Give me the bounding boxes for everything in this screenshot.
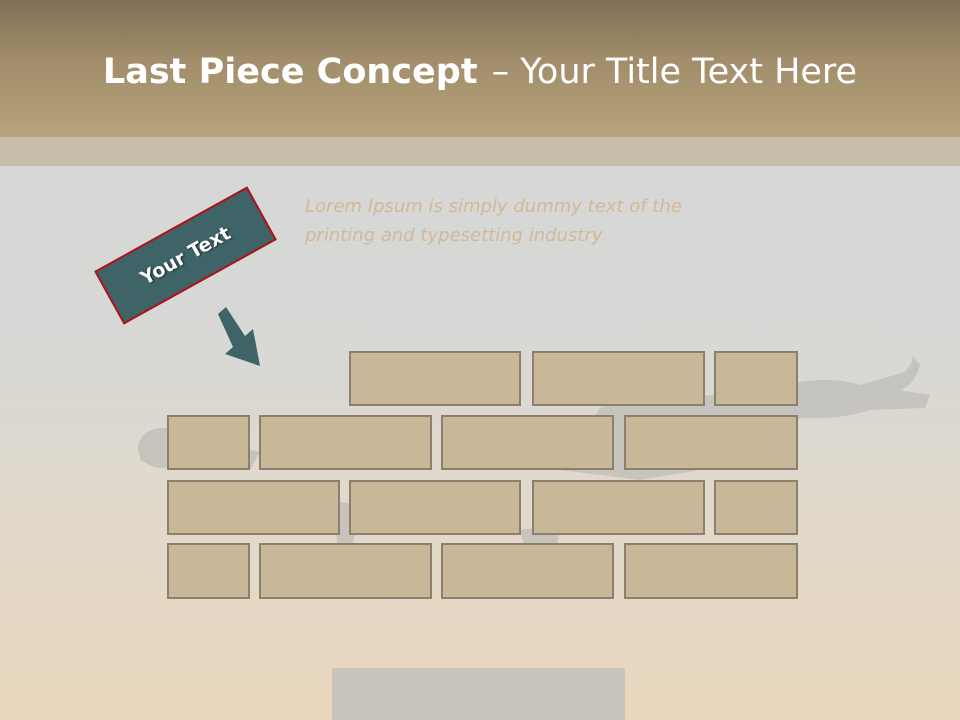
brick [532,351,705,406]
brick [259,543,432,599]
brick [167,415,250,470]
brick [714,351,798,406]
title-underband [0,137,960,166]
brick [349,480,521,535]
brick [624,415,798,470]
title-bold: Last Piece Concept [102,52,478,92]
brick [532,480,705,535]
brick [259,415,432,470]
slide-title: Last Piece Concept – Your Title Text Here [0,52,960,92]
pedestal [332,668,625,720]
brick [167,543,250,599]
brick [441,543,614,599]
brick [441,415,614,470]
brick [167,480,340,535]
arrow-down-right-icon [218,307,260,366]
title-rest: – Your Title Text Here [491,52,858,92]
brick [349,351,521,406]
title-bar [0,0,960,137]
body-text: Lorem Ipsum is simply dummy text of the … [305,196,682,246]
brick [714,480,798,535]
brick [624,543,798,599]
